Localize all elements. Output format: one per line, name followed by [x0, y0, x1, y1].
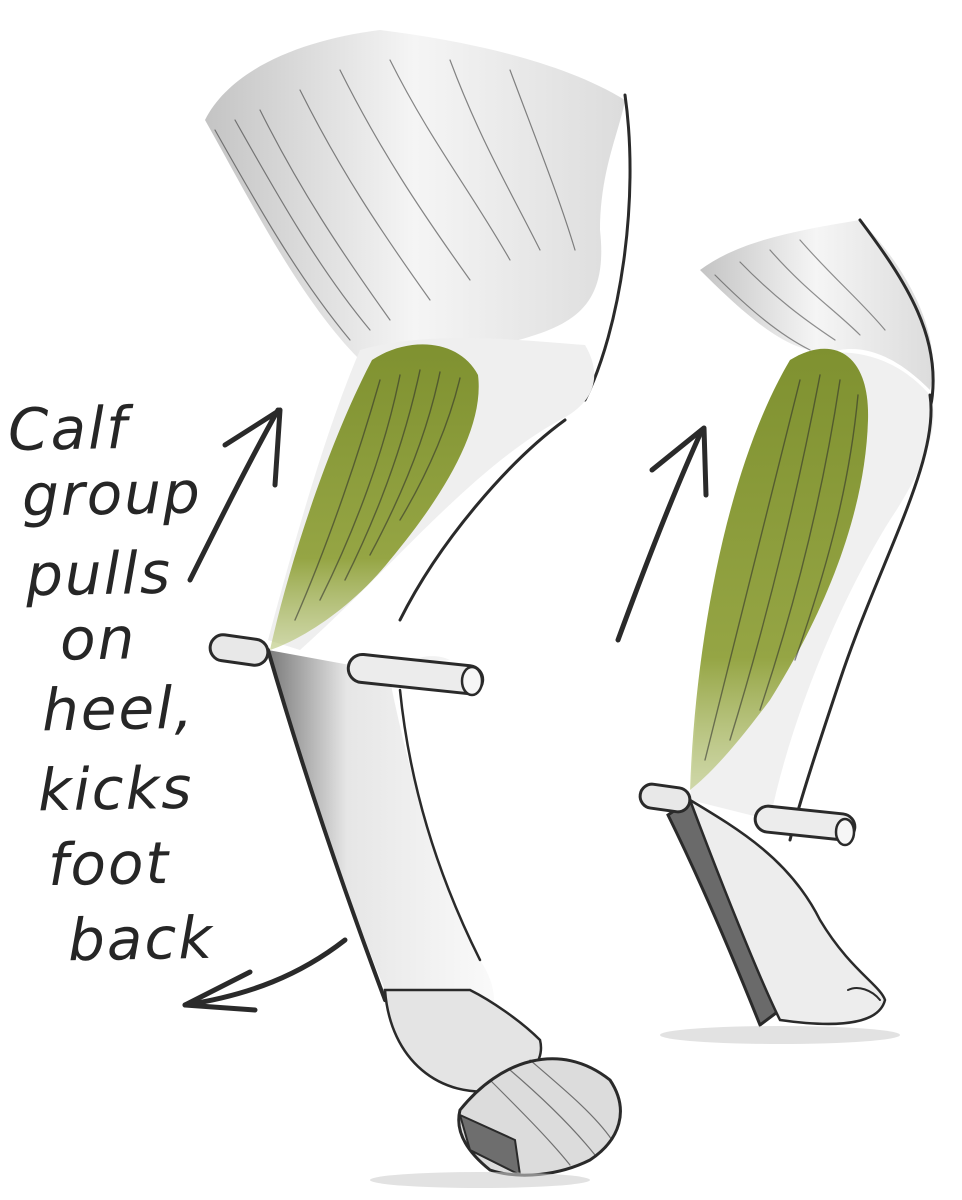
right-calf-hatching — [704, 374, 859, 761]
left-thigh-hatching — [214, 59, 576, 341]
back-arrow — [182, 937, 348, 1013]
right-toe-line — [847, 987, 881, 1001]
left-shank-front-edge — [266, 648, 387, 1002]
left-up-arrow — [187, 407, 283, 583]
right-leg — [638, 218, 935, 1044]
right-thigh-hatching — [714, 239, 886, 351]
annotation-line-2: group — [21, 458, 203, 530]
annotation-line-6: kicks — [37, 753, 194, 825]
left-shank-back-edge — [398, 688, 482, 962]
left-tendon-line — [398, 418, 567, 622]
left-calf-muscle — [270, 344, 479, 650]
annotation-line-3: pulls — [25, 538, 173, 610]
annotation-line-5: heel, — [41, 673, 196, 745]
left-shank — [268, 650, 494, 1043]
left-thigh — [205, 30, 625, 360]
left-hock-pin — [208, 633, 485, 697]
right-foot — [687, 797, 887, 1026]
left-ground-shadow — [370, 1172, 590, 1188]
right-knee-outline — [858, 218, 935, 412]
right-shin-outline — [788, 393, 933, 842]
left-hoof-hatching — [489, 1059, 613, 1166]
right-ankle-pin — [638, 782, 857, 847]
right-up-arrow — [615, 425, 709, 643]
right-calf-muscle — [690, 348, 869, 790]
left-leg — [205, 30, 632, 1188]
annotation-line-7: foot — [47, 828, 171, 900]
right-thigh — [700, 220, 933, 390]
annotation-line-8: back — [67, 903, 215, 975]
left-calf-hatching — [294, 369, 461, 621]
right-ground-shadow — [660, 1026, 900, 1044]
annotation-line-4: on — [59, 604, 137, 674]
left-thigh-outline — [583, 93, 632, 402]
annotation-line-1: Calf — [7, 393, 130, 465]
